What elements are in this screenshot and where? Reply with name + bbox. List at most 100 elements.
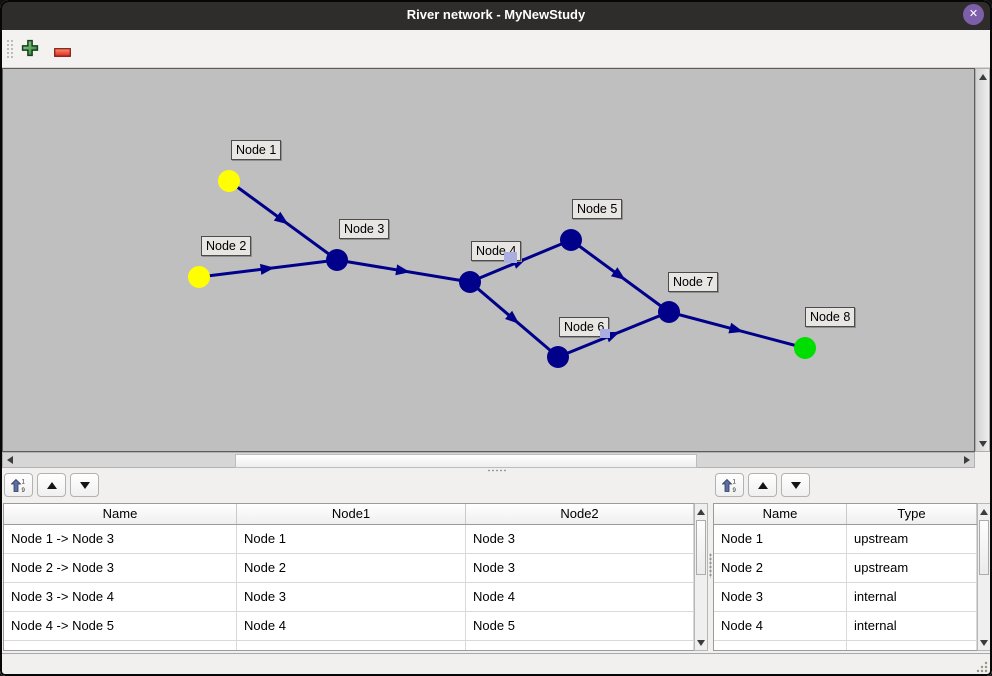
scroll-up-button[interactable] (976, 70, 989, 83)
remove-minus-icon (54, 48, 71, 57)
move-down-icon (790, 481, 801, 489)
node-label[interactable]: Node 1 (231, 140, 282, 160)
nodes-table-header: Name Type (714, 504, 977, 525)
scroll-down-button[interactable] (978, 636, 990, 649)
table-cell (714, 641, 847, 650)
column-header[interactable]: Node1 (237, 504, 466, 524)
scroll-up-button[interactable] (978, 505, 990, 518)
move-up-icon (46, 481, 57, 489)
graph-node[interactable] (794, 337, 816, 359)
scroll-down-button[interactable] (976, 437, 989, 450)
scrollbar-thumb[interactable] (979, 520, 989, 575)
table-cell: upstream (847, 525, 977, 554)
edge-selection-handle[interactable] (504, 252, 517, 263)
canvas-horizontal-scrollbar[interactable] (2, 452, 975, 468)
table-cell: Node 3 (466, 554, 694, 583)
node-label[interactable]: Node 6 (559, 317, 610, 337)
column-header[interactable]: Type (847, 504, 977, 524)
links-table-scrollbar[interactable] (694, 503, 708, 651)
title-bar: River network - MyNewStudy ✕ (0, 0, 992, 30)
arrow-down-icon (697, 639, 705, 646)
horizontal-scrollbar-thumb[interactable] (235, 454, 697, 468)
remove-button[interactable] (54, 44, 71, 62)
add-button[interactable] (21, 39, 39, 62)
table-row[interactable] (4, 641, 694, 650)
node-label[interactable]: Node 8 (805, 307, 856, 327)
nodes-move-up-button[interactable] (748, 473, 777, 497)
table-cell (466, 641, 694, 650)
graph-node[interactable] (459, 271, 481, 293)
splitter-grip-icon (709, 553, 712, 578)
arrow-up-icon (978, 73, 987, 80)
table-cell: upstream (847, 554, 977, 583)
scrollbar-thumb[interactable] (696, 520, 706, 575)
table-row[interactable] (714, 641, 977, 650)
svg-text:9: 9 (733, 488, 737, 493)
links-move-up-button[interactable] (37, 473, 66, 497)
arrow-down-icon (978, 440, 987, 447)
table-cell: Node 5 (466, 612, 694, 641)
column-header[interactable]: Node2 (466, 504, 694, 524)
graph-node[interactable] (326, 249, 348, 271)
splitter-grip-icon (487, 469, 508, 472)
graph-node[interactable] (547, 346, 569, 368)
graph-node[interactable] (188, 266, 210, 288)
links-move-down-button[interactable] (70, 473, 99, 497)
table-cell: Node 2 (714, 554, 847, 583)
nodes-move-down-button[interactable] (781, 473, 810, 497)
nodes-table-scrollbar[interactable] (977, 503, 991, 651)
svg-text:1: 1 (22, 479, 26, 485)
edge-arrow-icon (610, 267, 626, 280)
scroll-left-button[interactable] (4, 453, 16, 467)
nodes-sort-button[interactable]: 1 9 (715, 473, 744, 497)
column-header[interactable]: Name (4, 504, 237, 524)
canvas-vertical-scrollbar[interactable] (975, 68, 990, 452)
node-label[interactable]: Node 3 (339, 219, 390, 239)
horizontal-splitter[interactable] (0, 468, 992, 473)
toolbar-grip-handle[interactable] (6, 39, 13, 59)
status-bar (0, 653, 992, 676)
node-label[interactable]: Node 5 (572, 199, 623, 219)
table-cell: internal (847, 583, 977, 612)
links-table-header: Name Node1 Node2 (4, 504, 694, 525)
close-icon: ✕ (968, 8, 979, 20)
node-label[interactable]: Node 2 (201, 236, 252, 256)
edge-selection-handle[interactable] (600, 329, 610, 338)
table-cell: Node 1 (237, 525, 466, 554)
arrow-up-icon (980, 508, 988, 515)
table-cell: Node 4 (714, 612, 847, 641)
graph-node[interactable] (658, 301, 680, 323)
close-button[interactable]: ✕ (963, 4, 984, 25)
arrow-right-icon (964, 456, 970, 464)
table-cell: Node 4 (237, 612, 466, 641)
table-cell: Node 4 -> Node 5 (4, 612, 237, 641)
column-header[interactable]: Name (714, 504, 847, 524)
node-label[interactable]: Node 7 (668, 272, 719, 292)
graph-node[interactable] (218, 170, 240, 192)
scroll-right-button[interactable] (961, 453, 973, 467)
edge-arrow-icon (273, 211, 289, 225)
graph-node[interactable] (560, 229, 582, 251)
edge-arrow-icon (395, 264, 411, 276)
table-cell: Node 3 -> Node 4 (4, 583, 237, 612)
scroll-down-button[interactable] (695, 636, 707, 649)
links-sort-button[interactable]: 1 9 (4, 473, 33, 497)
scroll-up-button[interactable] (695, 505, 707, 518)
add-plus-icon (21, 39, 39, 57)
vertical-splitter[interactable] (708, 503, 713, 651)
table-cell: Node 2 (237, 554, 466, 583)
resize-grip-icon[interactable] (976, 661, 988, 673)
table-cell: Node 3 (714, 583, 847, 612)
